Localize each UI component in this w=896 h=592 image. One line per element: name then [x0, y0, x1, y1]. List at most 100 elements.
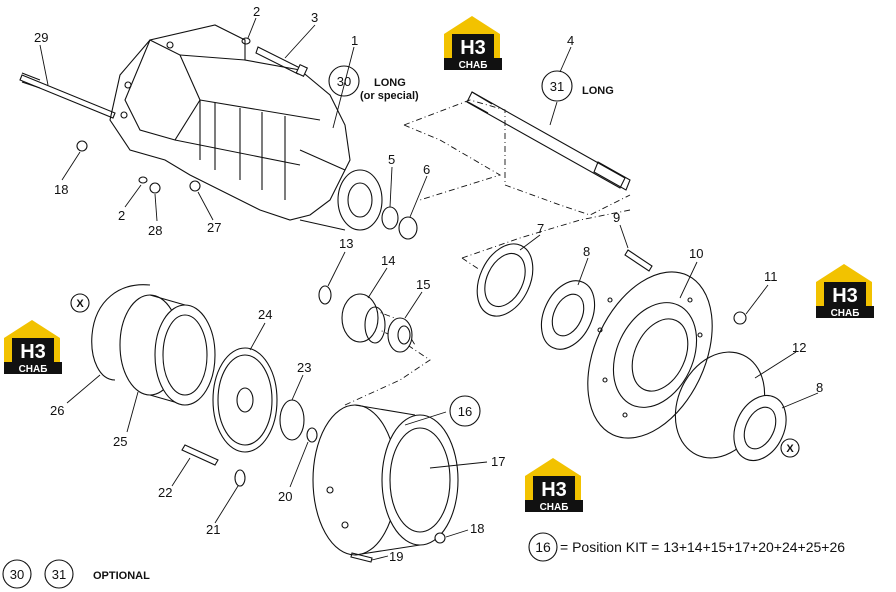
label-22: 22 — [158, 485, 172, 500]
note-long-special-2: (or special) — [360, 90, 419, 102]
washer-2-bottom — [138, 176, 148, 184]
hub-carrier-10 — [587, 271, 713, 439]
axle-housing — [109, 24, 383, 231]
bearing-8-middle — [540, 280, 596, 350]
optional-legend: 30 31 OPTIONAL — [2, 559, 150, 589]
planet-carrier-17 — [312, 404, 459, 556]
logo-text: H3 — [20, 341, 46, 363]
bearing-15 — [387, 317, 413, 353]
shaft-29 — [19, 72, 116, 119]
pin-22 — [181, 444, 219, 466]
logo-text: H3 — [541, 479, 567, 501]
label-17: 17 — [491, 454, 505, 469]
label-6: 6 — [423, 162, 430, 177]
note-long-special-1: LONG — [374, 77, 406, 89]
label-1: 1 — [351, 33, 358, 48]
seal-7 — [476, 243, 534, 317]
label-21: 21 — [206, 522, 220, 537]
leader-lines — [39, 17, 819, 561]
circlip-13 — [318, 285, 332, 305]
logo-panel — [452, 34, 494, 58]
label-4: 4 — [567, 33, 574, 48]
label-27: 27 — [207, 220, 221, 235]
plug-18-bottom — [434, 532, 446, 544]
label-7: 7 — [537, 221, 544, 236]
label-15: 15 — [416, 277, 430, 292]
drive-shaft-4 — [466, 91, 631, 191]
logo-sub-text: СНАБ — [540, 502, 569, 513]
logo-panel — [824, 282, 866, 306]
label-24: 24 — [258, 307, 272, 322]
circlip-26 — [91, 284, 151, 381]
x-mark-left: X — [70, 293, 90, 313]
screw-19 — [350, 552, 373, 563]
label-13: 13 — [339, 236, 353, 251]
logo-sub-text: СНАБ — [831, 308, 860, 319]
fitting-27 — [189, 180, 201, 192]
label-18-left: 18 — [54, 182, 68, 197]
logo-text: H3 — [832, 285, 858, 307]
label-9: 9 — [613, 210, 620, 225]
stud-9 — [624, 249, 653, 272]
logo-text: H3 — [460, 37, 486, 59]
label-31: 31 — [550, 79, 564, 94]
label-2-top: 2 — [253, 4, 260, 19]
label-30: 30 — [337, 74, 351, 89]
logo-panel — [533, 476, 575, 500]
label-19: 19 — [389, 549, 403, 564]
bearing-21 — [234, 469, 246, 487]
label-29: 29 — [34, 30, 48, 45]
washer-20 — [306, 427, 318, 443]
nut-28 — [149, 182, 161, 194]
circled-labels: 30 31 16 — [328, 65, 573, 427]
plate-23 — [279, 399, 305, 441]
optional-30: 30 — [10, 567, 24, 582]
optional-label: OPTIONAL — [93, 570, 150, 582]
logo-sub-text: СНАБ — [459, 60, 488, 71]
bolt-3 — [255, 46, 309, 77]
label-25: 25 — [113, 434, 127, 449]
bearing-8-right — [733, 395, 787, 461]
logo-sub-bar — [4, 362, 62, 374]
part-labels: 29 2 3 1 4 18 2 28 27 5 6 7 8 9 10 11 12… — [34, 4, 823, 564]
logo-sub-text: СНАБ — [19, 364, 48, 375]
svg-text:X: X — [76, 298, 84, 310]
label-2-bottom: 2 — [118, 208, 125, 223]
label-14: 14 — [381, 253, 395, 268]
washer-2-top — [241, 37, 251, 45]
label-12: 12 — [792, 340, 806, 355]
ring-6 — [398, 216, 418, 240]
label-10: 10 — [689, 246, 703, 261]
label-5: 5 — [388, 152, 395, 167]
ring-5 — [381, 206, 399, 230]
label-16: 16 — [458, 404, 472, 419]
label-8-middle: 8 — [583, 244, 590, 259]
label-11: 11 — [764, 269, 778, 284]
logo-sub-bar — [444, 58, 502, 70]
ring-gear-25 — [119, 294, 216, 406]
sun-gear-14 — [341, 293, 386, 344]
logo-panel — [12, 338, 54, 362]
svg-text:X: X — [786, 443, 794, 455]
plug-18-left — [76, 140, 88, 152]
nut-11 — [733, 311, 747, 325]
kit-number: 16 — [535, 539, 551, 555]
note-long: LONG — [582, 85, 614, 97]
x-mark-right: X — [780, 438, 800, 458]
label-3: 3 — [311, 10, 318, 25]
label-23: 23 — [297, 360, 311, 375]
optional-31: 31 — [52, 567, 66, 582]
label-8-right: 8 — [816, 380, 823, 395]
kit-text: = Position KIT = 13+14+15+17+20+24+25+26 — [560, 539, 845, 555]
label-20: 20 — [278, 489, 292, 504]
kit-legend: 16 = Position KIT = 13+14+15+17+20+24+25… — [528, 532, 845, 562]
label-18-bottom: 18 — [470, 521, 484, 536]
label-28: 28 — [148, 223, 162, 238]
